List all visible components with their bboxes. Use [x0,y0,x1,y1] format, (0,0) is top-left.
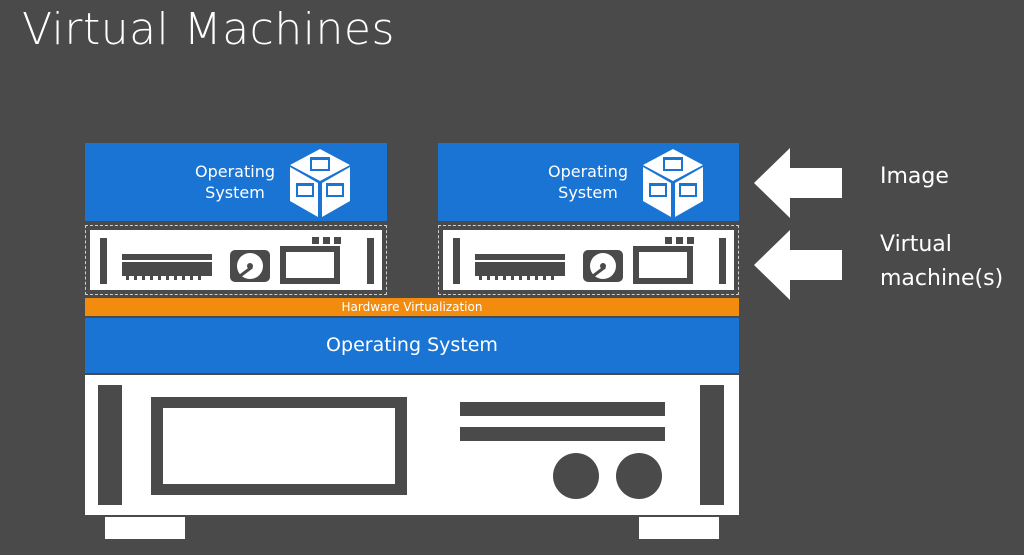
vm2-guest-os: Operating System [438,143,739,221]
image-label: Image [880,164,949,189]
monitor-icon [280,237,341,284]
monitor-icon [633,237,694,284]
vm2-os-label: Operating System [548,162,628,202]
hard-disk-icon [230,250,270,282]
chassis-foot-right [639,517,719,539]
image-cube-icon [290,149,350,217]
physical-hardware-icons [98,385,724,505]
hard-disk-icon [583,250,623,282]
vm2-virtual-hardware [438,225,739,295]
right-arrow-icon [754,148,842,218]
memory-chip-icon [475,254,565,280]
hardware-virtualization-bar: Hardware Virtualization [85,298,739,316]
physical-server-chassis [85,375,739,515]
vm1-os-label: Operating System [195,162,275,202]
vm1-hardware-icons [100,237,374,284]
right-arrow-icon [754,230,842,300]
chassis-foot-left [105,517,185,539]
vm2-hardware-icons [453,237,726,284]
vm1-guest-os: Operating System [85,143,387,221]
page-title: Virtual Machines [22,4,395,55]
host-operating-system: Operating System [85,318,739,373]
image-cube-icon [643,149,703,217]
virtual-machines-label: Virtual machine(s) [880,232,1004,291]
vm1-virtual-hardware [85,225,387,295]
memory-chip-icon [122,254,212,280]
